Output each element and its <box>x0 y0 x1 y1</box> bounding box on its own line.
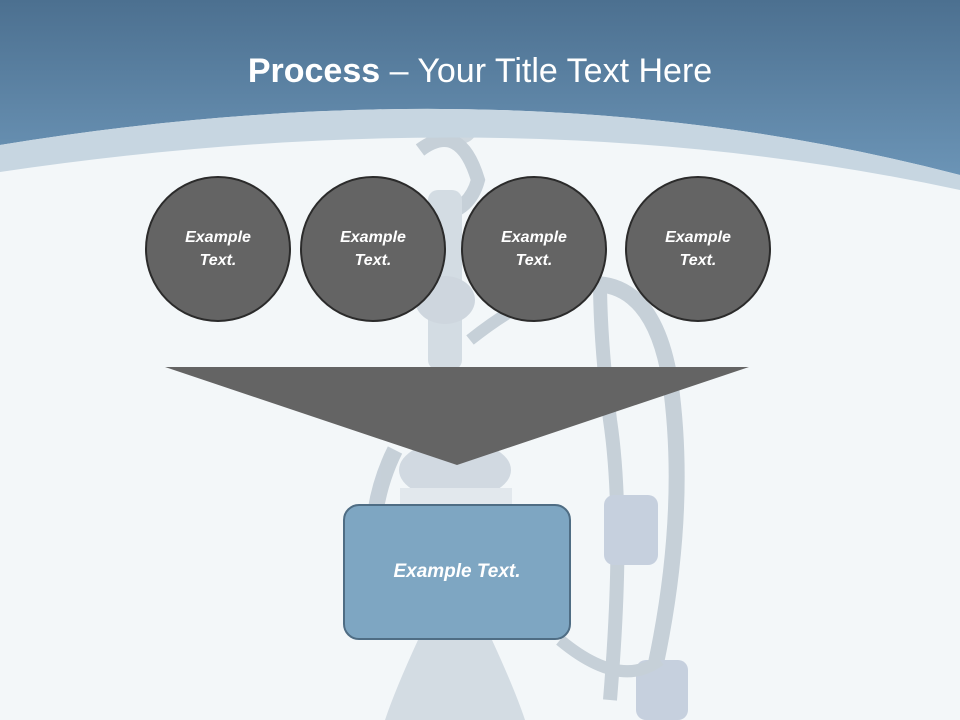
title-bold-word: Process <box>247 52 381 90</box>
title-subtext: – Your Title Text Here <box>380 52 713 90</box>
header-swoosh <box>0 108 960 190</box>
process-step-circle-3: Example Text. <box>461 176 607 322</box>
result-box: Example Text. <box>343 504 571 640</box>
header-band <box>0 0 960 175</box>
process-step-circle-4: Example Text. <box>625 176 771 322</box>
step-3-label: Example Text. <box>501 229 567 269</box>
step-4-label: Example Text. <box>665 229 731 269</box>
step-1-label: Example Text. <box>185 229 251 269</box>
result-label: Example Text. <box>393 561 521 582</box>
step-2-label: Example Text. <box>340 229 406 269</box>
funnel-arrow <box>165 367 749 465</box>
process-step-circle-1: Example Text. <box>145 176 291 322</box>
slide-title: Process – Your Title Text Here <box>0 52 960 91</box>
process-step-circle-2: Example Text. <box>300 176 446 322</box>
